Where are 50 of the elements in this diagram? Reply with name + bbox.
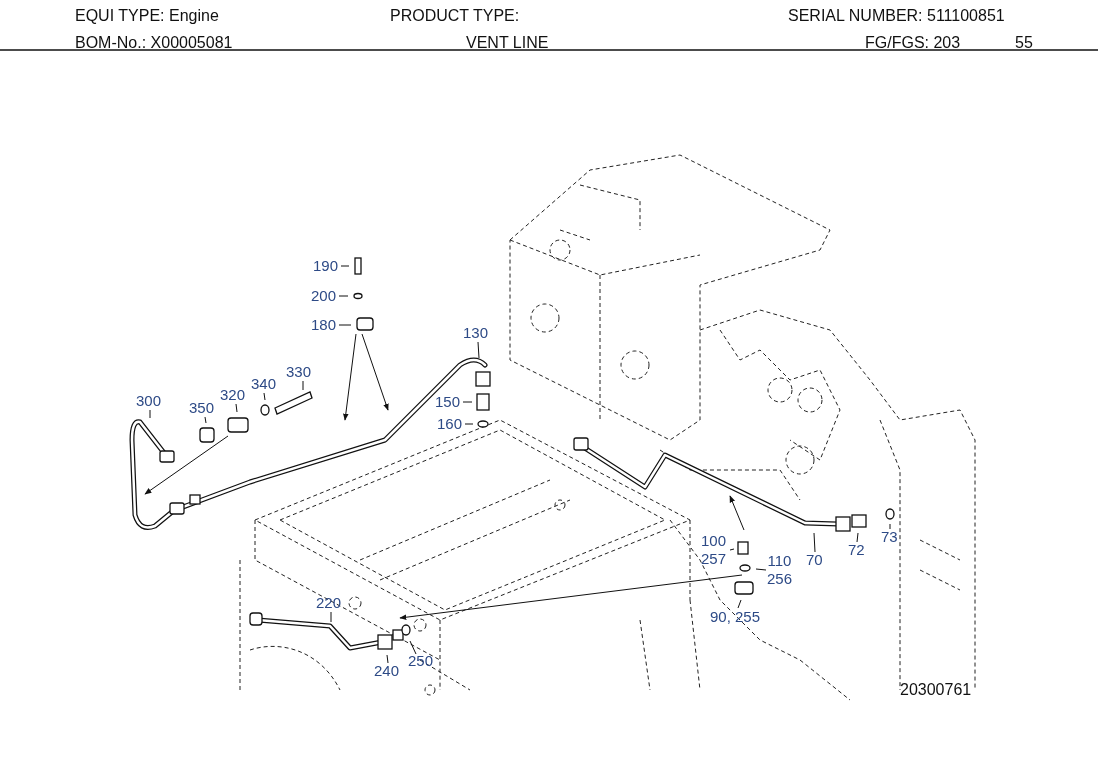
callout-number: 90, 255 (710, 608, 761, 626)
header-field: FG/FGS: 203 (865, 34, 961, 52)
callout-number: 340 (251, 375, 277, 393)
leader-line (338, 295, 349, 297)
callout-number: 130 (463, 324, 489, 342)
callout-number: 200 (311, 287, 337, 305)
header-field: PRODUCT TYPE: (390, 7, 520, 25)
leader-line (856, 532, 859, 543)
callout-number: 320 (220, 386, 246, 404)
callout-number: 160 (437, 415, 463, 433)
leader-line (409, 640, 417, 655)
callout-number: 250 (408, 652, 434, 670)
callout-number: 240 (374, 662, 400, 680)
leader-line (338, 324, 352, 326)
drawing-number: 20300761 (900, 681, 972, 699)
callout-number: 150 (435, 393, 461, 411)
leader-line (737, 599, 742, 609)
callout-number: 110 (767, 552, 792, 570)
leader-line (386, 654, 389, 664)
leader-line (813, 532, 816, 553)
callout-number: 256 (767, 570, 793, 588)
callout-number: 72 (848, 541, 865, 559)
callout-number: 257 (701, 550, 727, 568)
leader-line (340, 265, 350, 267)
callout-number: 300 (136, 392, 162, 410)
leader-line (235, 403, 238, 413)
callout-number: 190 (313, 257, 339, 275)
header-field: EQUI TYPE: Engine (75, 7, 219, 25)
drawing-title: VENT LINE (466, 34, 549, 52)
callout-number: 100 (701, 532, 727, 550)
leader-line (263, 392, 266, 401)
leader-line (755, 568, 767, 571)
page-number: 55 (1015, 34, 1033, 52)
callout-number: 220 (316, 594, 342, 612)
leader-line (889, 523, 891, 530)
leader-line (477, 341, 480, 359)
leader-line (462, 401, 473, 403)
leader-line (330, 611, 332, 623)
leader-line (149, 409, 151, 419)
callout-number: 180 (311, 316, 337, 334)
leader-line (464, 423, 474, 425)
callout-number: 330 (286, 363, 312, 381)
callout-number: 70 (806, 551, 823, 569)
callout-number: 350 (189, 399, 215, 417)
header-field: SERIAL NUMBER: 511100851 (788, 7, 1005, 25)
leader-line (729, 548, 735, 551)
header-field: BOM-No.: X00005081 (75, 34, 233, 52)
callout-number: 73 (881, 528, 898, 546)
leader-line (204, 416, 207, 424)
leader-line (302, 380, 304, 391)
